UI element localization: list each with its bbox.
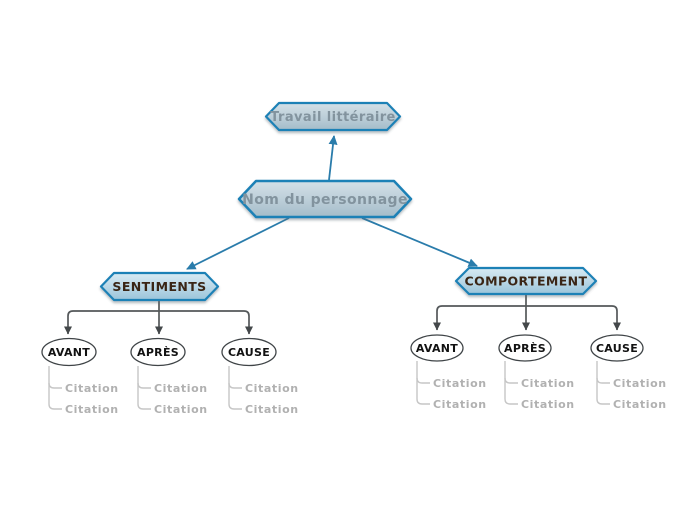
node-sentiments-avant[interactable]: AVANT [41,337,97,367]
node-label: SENTIMENTS [112,279,206,294]
citation-link [416,361,430,384]
citation-label[interactable]: Citation [613,398,667,411]
link-comportement-avant [433,305,526,331]
node-sentiments-apres[interactable]: APRÈS [130,337,186,367]
node-sentiments-cause[interactable]: CAUSE [221,337,277,367]
node-shape [264,101,402,132]
node-comportement-apres[interactable]: APRÈS [498,334,552,362]
citation-link [596,361,610,384]
node-comportement[interactable]: COMPORTEMENT [454,266,598,296]
node-shape [454,266,598,296]
citation-label[interactable]: Citation [65,382,119,395]
comportement-child-links [433,294,621,331]
node-shape [99,271,220,302]
link-center-to-sentiments [186,217,290,270]
citation-label[interactable]: Citation [245,382,299,395]
node-label: Travail littéraire [270,110,396,125]
citation-link [504,378,518,405]
node-label: APRÈS [137,346,179,359]
citation-label[interactable]: Citation [521,377,575,390]
node-shape [590,334,644,362]
citation-link [228,383,242,410]
citation-label[interactable]: Citation [154,382,208,395]
node-shape [41,337,97,367]
citation-label[interactable]: Citation [613,377,667,390]
citation-label[interactable]: Citation [245,403,299,416]
node-label: CAUSE [596,342,638,355]
node-label: COMPORTEMENT [465,274,588,289]
link-center-to-comportement [361,217,478,267]
link-sentiments-avant [64,310,159,335]
node-label: APRÈS [504,342,546,355]
citation-link [596,378,610,405]
citation-label[interactable]: Citation [521,398,575,411]
sentiments-child-links [64,300,253,335]
comportement-citation-links [416,361,610,405]
link-comportement-cause [526,305,621,331]
citation-label[interactable]: Citation [433,398,487,411]
citation-label[interactable]: Citation [154,403,208,416]
node-label: AVANT [48,346,90,359]
citation-label[interactable]: Citation [65,403,119,416]
node-label: CAUSE [228,346,270,359]
link-center-to-root [328,135,338,181]
node-nom-du-personnage[interactable]: Nom du personnage [237,179,413,219]
link-sentiments-cause [159,310,253,335]
citation-link [137,366,151,389]
citation-link [137,383,151,410]
citation-link [504,361,518,384]
sentiments-citation-links [48,366,242,410]
node-comportement-avant[interactable]: AVANT [410,334,464,362]
node-travail-litteraire[interactable]: Travail littéraire [264,101,402,132]
citation-link [228,366,242,389]
citation-link [48,383,62,410]
node-shape [410,334,464,362]
node-label: AVANT [416,342,458,355]
citation-link [48,366,62,389]
citation-label[interactable]: Citation [433,377,487,390]
citation-link [416,378,430,405]
node-sentiments[interactable]: SENTIMENTS [99,271,220,302]
node-shape [130,337,186,367]
node-shape [498,334,552,362]
node-shape [237,179,413,219]
node-label: Nom du personnage [242,192,408,208]
node-comportement-cause[interactable]: CAUSE [590,334,644,362]
node-shape [221,337,277,367]
